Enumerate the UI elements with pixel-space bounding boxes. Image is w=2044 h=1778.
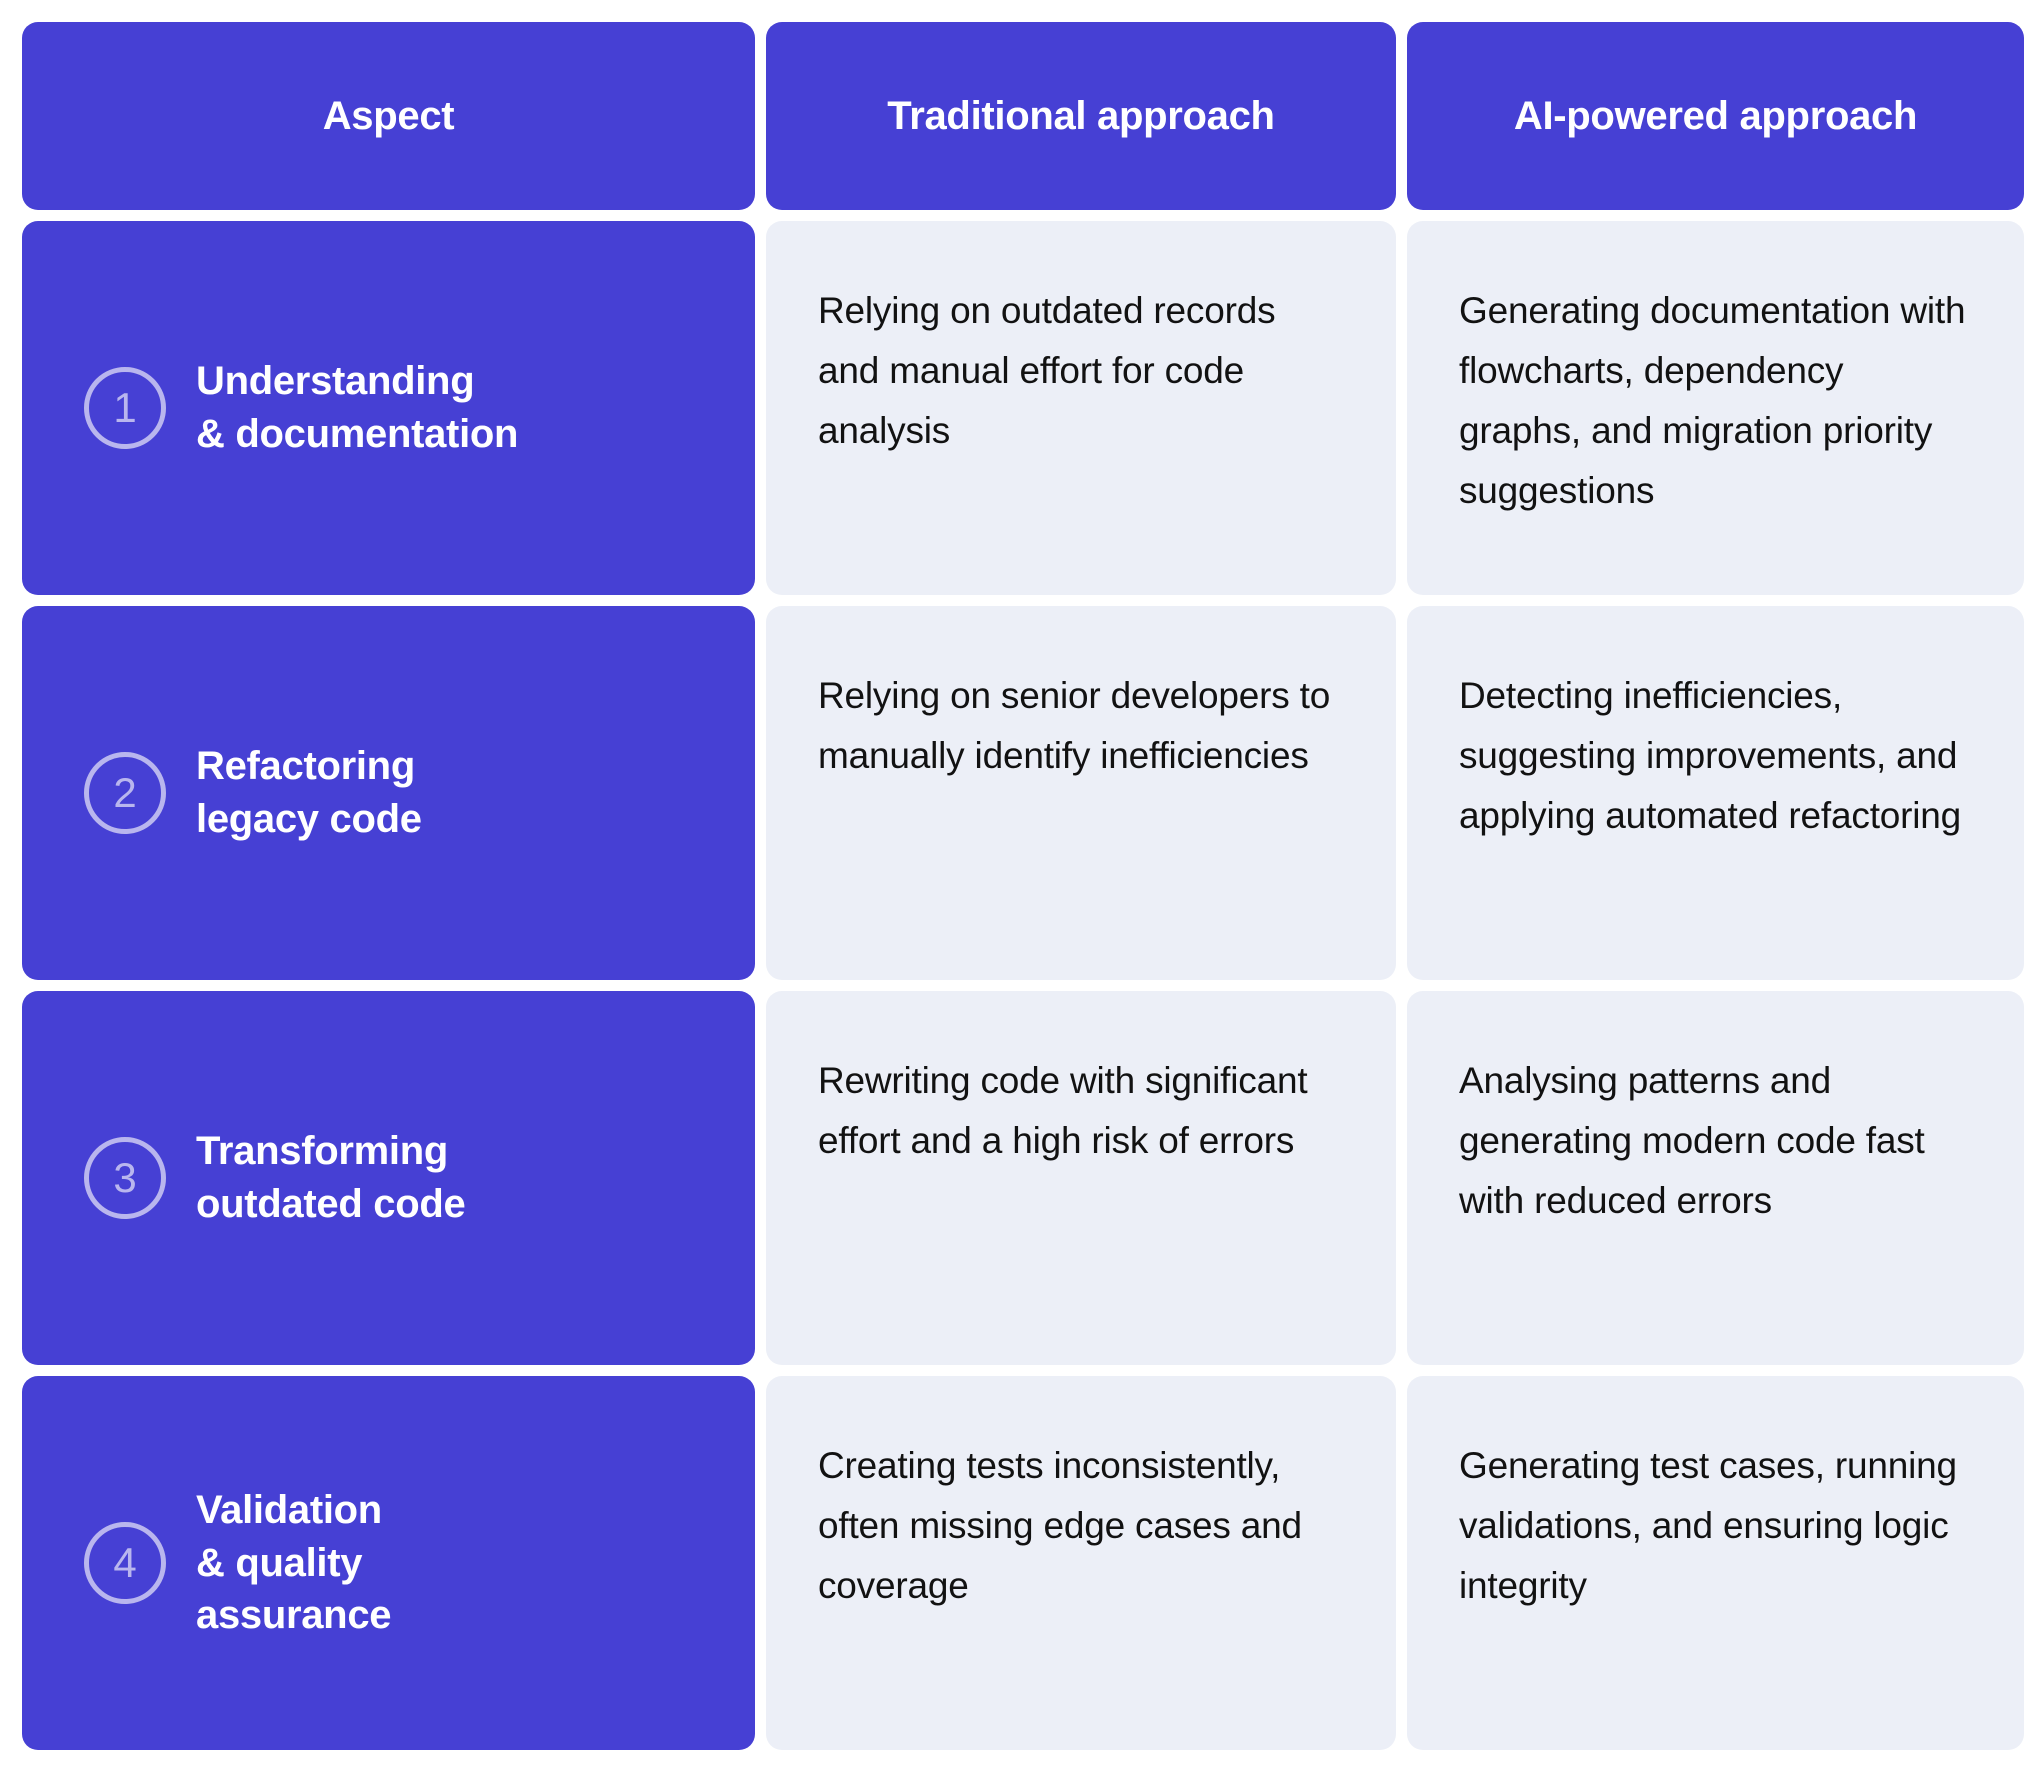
ai-approach-cell: Detecting inefficiencies, suggesting imp… [1407,606,2024,980]
ai-approach-text: Detecting inefficiencies, suggesting imp… [1459,675,1962,836]
step-number-badge-icon: 3 [84,1137,166,1219]
table-row: 4 Validation & quality assurance Creatin… [22,1376,2024,1750]
step-number-badge-icon: 2 [84,752,166,834]
aspect-cell: 2 Refactoring legacy code [22,606,755,980]
ai-approach-cell: Analysing patterns and generating modern… [1407,991,2024,1365]
traditional-approach-text: Rewriting code with significant effort a… [818,1060,1308,1161]
aspect-label: Transforming outdated code [196,1129,466,1226]
table-row: 1 Understanding & documentation Relying … [22,221,2024,595]
traditional-approach-cell: Rewriting code with significant effort a… [766,991,1396,1365]
step-number: 1 [113,384,137,431]
step-number-badge-icon: 4 [84,1522,166,1604]
aspect-label: Validation & quality assurance [196,1487,392,1638]
traditional-approach-text: Relying on senior developers to manually… [818,675,1331,776]
aspect-label: Understanding & documentation [196,359,519,456]
table-row: 2 Refactoring legacy code Relying on sen… [22,606,2024,980]
column-header-ai: AI-powered approach [1407,22,2024,210]
traditional-approach-text: Relying on outdated records and manual e… [818,290,1276,451]
ai-approach-cell: Generating documentation with flowcharts… [1407,221,2024,595]
ai-approach-text: Generating documentation with flowcharts… [1459,290,1966,511]
ai-approach-text: Analysing patterns and generating modern… [1459,1060,1925,1221]
aspect-cell: 4 Validation & quality assurance [22,1376,755,1750]
ai-approach-text: Generating test cases, running validatio… [1459,1445,1957,1606]
step-number-badge-icon: 1 [84,367,166,449]
aspect-cell: 3 Transforming outdated code [22,991,755,1365]
table-row: 3 Transforming outdated code Rewriting c… [22,991,2024,1365]
traditional-approach-cell: Relying on senior developers to manually… [766,606,1396,980]
column-header-traditional: Traditional approach [766,22,1396,210]
traditional-approach-text: Creating tests inconsistently, often mis… [818,1445,1302,1606]
step-number: 4 [113,1539,137,1586]
step-number: 3 [113,1154,137,1201]
step-number: 2 [113,769,137,816]
table-header-row: Aspect Traditional approach AI-powered a… [22,22,2024,210]
aspect-label: Refactoring legacy code [196,744,422,841]
traditional-approach-cell: Relying on outdated records and manual e… [766,221,1396,595]
table-body: 1 Understanding & documentation Relying … [22,221,2024,1750]
traditional-approach-cell: Creating tests inconsistently, often mis… [766,1376,1396,1750]
aspect-cell: 1 Understanding & documentation [22,221,755,595]
column-header-traditional-label: Traditional approach [887,93,1275,138]
column-header-ai-label: AI-powered approach [1513,93,1918,138]
ai-approach-cell: Generating test cases, running validatio… [1407,1376,2024,1750]
column-header-aspect: Aspect [22,22,755,210]
column-header-aspect-label: Aspect [322,93,455,138]
